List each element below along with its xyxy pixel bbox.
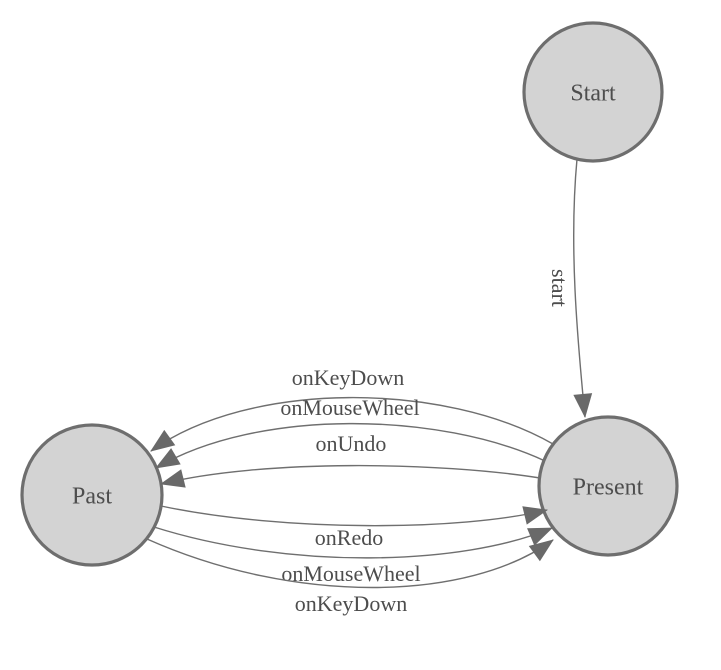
edge-label-present-to-past-onundo: onUndo bbox=[316, 431, 387, 456]
state-circle-present bbox=[537, 415, 679, 557]
edges-layer: start onKeyDown onMouseWheel onUndo onRedo on… bbox=[146, 158, 593, 616]
edge-label-start-to-present-start: start bbox=[547, 269, 572, 307]
state-label-start: Start bbox=[570, 80, 616, 106]
edge-path-present-to-past-onmousewheel bbox=[155, 422, 546, 469]
state-node-present: Present bbox=[537, 415, 679, 557]
state-node-past: Past bbox=[20, 423, 164, 567]
edge-present-to-past-onmousewheel: onMouseWheel bbox=[155, 395, 546, 469]
edge-label-present-to-past-onkeydown: onKeyDown bbox=[292, 365, 404, 390]
edge-label-past-to-present-onredo: onRedo bbox=[315, 525, 383, 550]
edge-present-to-past-onkeydown: onKeyDown bbox=[150, 365, 554, 452]
state-label-present: Present bbox=[573, 474, 644, 500]
edge-past-to-present-onmousewheel: onMouseWheel bbox=[153, 526, 553, 586]
edge-label-present-to-past-onmousewheel: onMouseWheel bbox=[280, 395, 419, 420]
edge-past-to-present-onredo: onRedo bbox=[160, 505, 549, 550]
edge-path-start-to-present-start bbox=[572, 158, 593, 419]
edge-path-past-to-present-onmousewheel bbox=[153, 526, 553, 559]
edge-label-past-to-present-onmousewheel: onMouseWheel bbox=[281, 561, 420, 586]
edge-past-to-present-onkeydown: onKeyDown bbox=[146, 538, 554, 616]
state-label-past: Past bbox=[72, 483, 112, 509]
edge-path-past-to-present-onredo bbox=[160, 505, 549, 527]
state-circle-past bbox=[20, 423, 164, 567]
state-circle-start bbox=[522, 21, 664, 163]
edge-start-to-present-start: start bbox=[547, 158, 593, 419]
state-node-start: Start bbox=[522, 21, 664, 163]
edge-path-past-to-present-onkeydown bbox=[146, 538, 554, 589]
edge-label-past-to-present-onkeydown: onKeyDown bbox=[295, 591, 407, 616]
edge-present-to-past-onundo: onUndo bbox=[159, 431, 541, 488]
edge-path-present-to-past-onundo bbox=[159, 464, 541, 488]
edge-path-present-to-past-onkeydown bbox=[150, 396, 554, 452]
